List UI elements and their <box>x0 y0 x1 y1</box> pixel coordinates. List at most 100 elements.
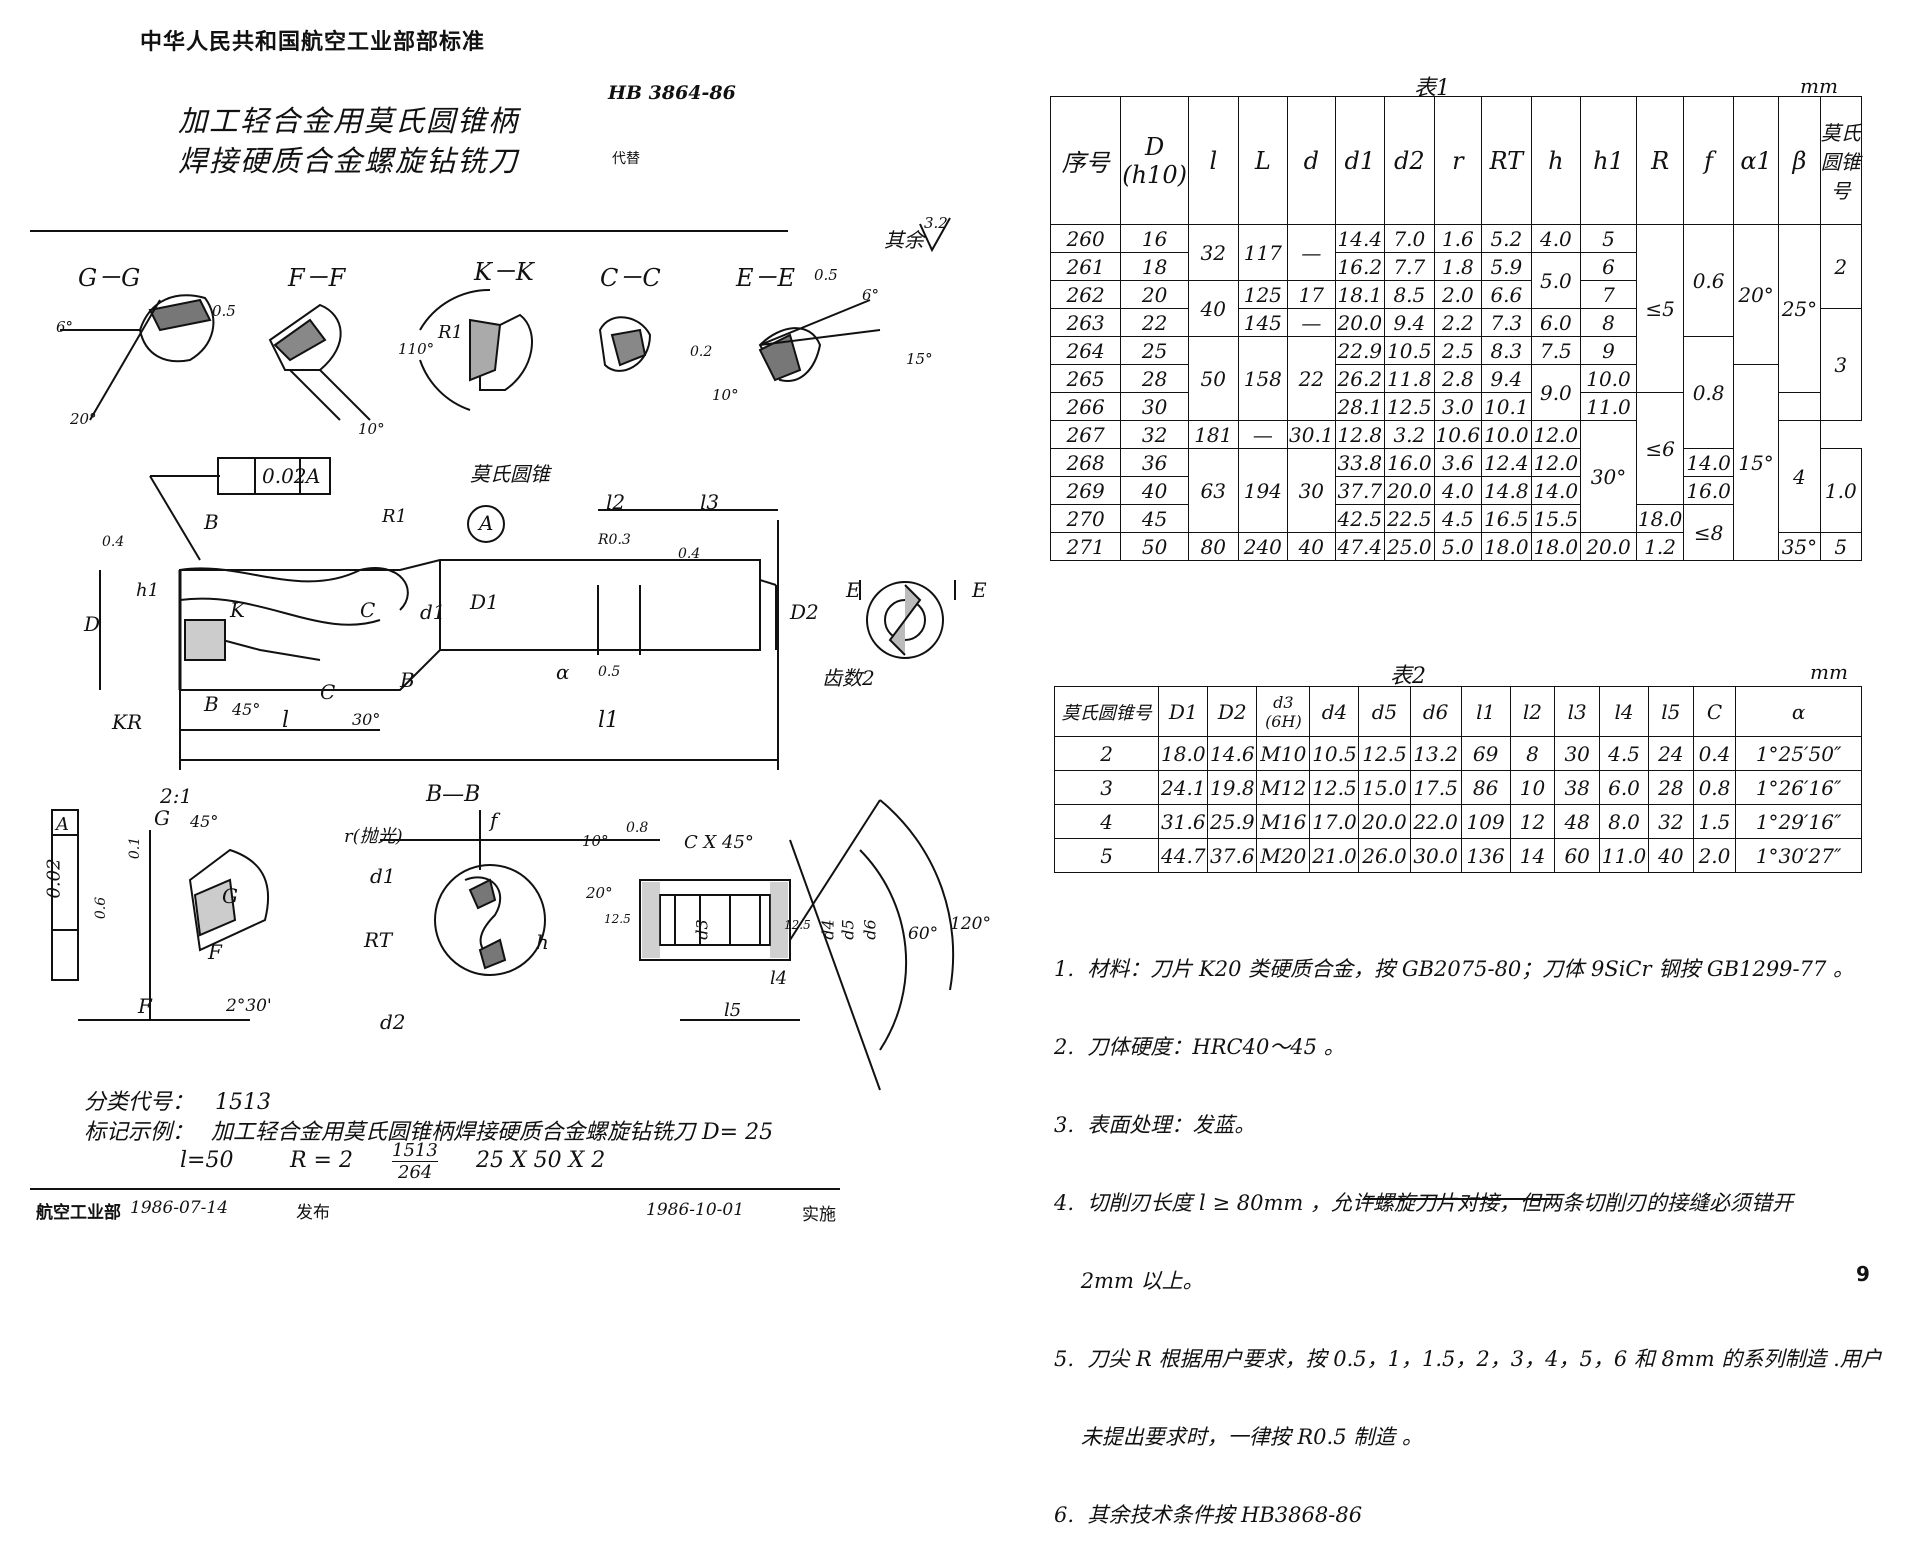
col-header: D2 <box>1207 686 1258 737</box>
table-cell: 24.1 <box>1158 770 1209 805</box>
table-cell: 5.2 <box>1481 224 1532 253</box>
note-item: 6. 其余技术条件按 HB3868-86 <box>1054 1503 1363 1527</box>
table-cell: 47.4 <box>1334 532 1386 561</box>
tolerance-value: 0.02 <box>262 464 307 488</box>
cut-label: C <box>360 598 376 622</box>
table-row: 271 50 80 240 40 47.4 25.0 5.0 18.0 18.0… <box>1049 532 1863 561</box>
dim-label: D1 <box>470 590 499 614</box>
table-cell: — <box>1287 308 1336 337</box>
dim-label: h1 <box>136 580 160 601</box>
table-cell: 48 <box>1554 804 1601 839</box>
col-header: d6 <box>1409 686 1462 737</box>
col-header: d2 <box>1384 96 1435 225</box>
dim-label: l2 <box>606 490 626 514</box>
table-cell: 44.7 <box>1158 838 1209 873</box>
table-cell: 18.0 <box>1158 736 1209 771</box>
footer-impl-date: 1986-10-01 <box>646 1200 745 1220</box>
classification-code: 1513 <box>215 1090 272 1115</box>
angle-label: 45° <box>190 812 219 831</box>
footer-issue-word: 发布 <box>296 1203 330 1223</box>
table-cell: 4.5 <box>1599 736 1649 771</box>
table-row: 265 28 26.2 11.8 2.8 9.4 9.0 10.0 15° <box>1049 364 1862 561</box>
angle-label: 20° <box>586 884 613 902</box>
table-cell: 0.8 <box>1683 336 1734 449</box>
col-header: β <box>1778 96 1821 225</box>
table-cell: — <box>1287 224 1336 281</box>
cut-label: C <box>320 680 336 704</box>
radius-label: R1 <box>438 322 464 343</box>
table-cell: 25.0 <box>1384 532 1435 561</box>
table-cell: 1°25′50″ <box>1735 736 1862 771</box>
angle-label: 20° <box>70 410 97 428</box>
cut-label: G <box>154 806 170 830</box>
table-cell: 63 <box>1188 448 1239 533</box>
chamfer-label: C X 45° <box>684 832 754 853</box>
table-cell: 3 <box>1819 308 1863 421</box>
datum-label: A <box>306 464 321 488</box>
dim-label: R1 <box>382 506 408 527</box>
dim-label: D <box>84 612 101 636</box>
table-cell: 32 <box>1647 804 1694 839</box>
example-r: R = 2 <box>290 1148 353 1173</box>
section-label-e: E－E <box>736 264 796 292</box>
table-cell: 33.8 <box>1334 448 1386 477</box>
teeth-label: 齿数2 <box>822 666 875 690</box>
angle-label: 2°30' <box>226 996 272 1016</box>
table-cell: 109 <box>1460 804 1511 839</box>
table-cell: 20° <box>1732 224 1780 365</box>
section-label-c: C－C <box>600 264 661 292</box>
table-cell: 4.0 <box>1530 224 1582 253</box>
table-cell: 20 <box>1120 280 1190 309</box>
dim-label: 12.5 <box>604 912 631 926</box>
table-cell: 30.0 <box>1409 838 1462 873</box>
table-cell: 8 <box>1580 308 1637 337</box>
table-cell: 264 <box>1049 336 1122 365</box>
angle-label: 120° <box>950 914 991 934</box>
dim-label: 0.5 <box>212 302 236 320</box>
roughness-label: 其余 <box>884 228 924 252</box>
cut-label: KR <box>112 710 142 734</box>
col-header: d3 (6H) <box>1256 686 1311 737</box>
table-row: 261 18 16.2 7.7 1.8 5.9 5.0 6 <box>1049 252 1862 309</box>
cut-label: B <box>400 668 415 692</box>
dim-label: R0.3 <box>598 532 631 548</box>
table-cell: 266 <box>1049 392 1122 421</box>
table-cell: 30.1 <box>1287 420 1336 449</box>
table-cell: 17 <box>1287 280 1336 309</box>
table-cell: 20.0 <box>1580 532 1637 561</box>
table-cell: 26.0 <box>1358 838 1411 873</box>
table-cell: M20 <box>1256 838 1311 873</box>
col-header: h1 <box>1580 96 1637 225</box>
roughness-mark <box>919 217 951 253</box>
table-cell: 12 <box>1509 804 1556 839</box>
table-cell: 7.3 <box>1481 308 1532 337</box>
table-cell: 1.2 <box>1635 532 1685 561</box>
tolerance-value-vert: 0.02 <box>43 858 65 899</box>
table-cell: 1°26′16″ <box>1735 770 1862 805</box>
table-cell: M12 <box>1256 770 1311 805</box>
table-cell: 10.5 <box>1309 736 1360 771</box>
table-cell: 60 <box>1554 838 1601 873</box>
dim-label: 0.5 <box>814 266 838 284</box>
dim-label: l5 <box>724 1000 742 1021</box>
table-cell: 18.0 <box>1481 532 1532 561</box>
table-cell: 4 <box>1053 804 1160 839</box>
dim-label: 0.5 <box>598 664 621 680</box>
table-cell: 22.5 <box>1384 504 1435 533</box>
table-cell: 6.0 <box>1530 308 1582 337</box>
table-cell: 3.0 <box>1433 392 1483 421</box>
note-item: 2. 刀体硬度：HRC40～45 。 <box>1054 1035 1345 1059</box>
roughness-value: 3.2 <box>924 214 948 232</box>
note-item: 3. 表面处理：发蓝。 <box>1054 1113 1256 1137</box>
section-label-f: F－F <box>288 264 346 292</box>
table-cell: 8.5 <box>1384 280 1435 309</box>
section-label-k: K－K <box>474 258 534 286</box>
table-cell: 267 <box>1049 420 1122 449</box>
dim-label: d6 <box>860 919 880 940</box>
table-cell: 8.0 <box>1599 804 1649 839</box>
table-cell: 32 <box>1120 420 1190 449</box>
table2-caption: 表2 <box>1390 664 1426 689</box>
